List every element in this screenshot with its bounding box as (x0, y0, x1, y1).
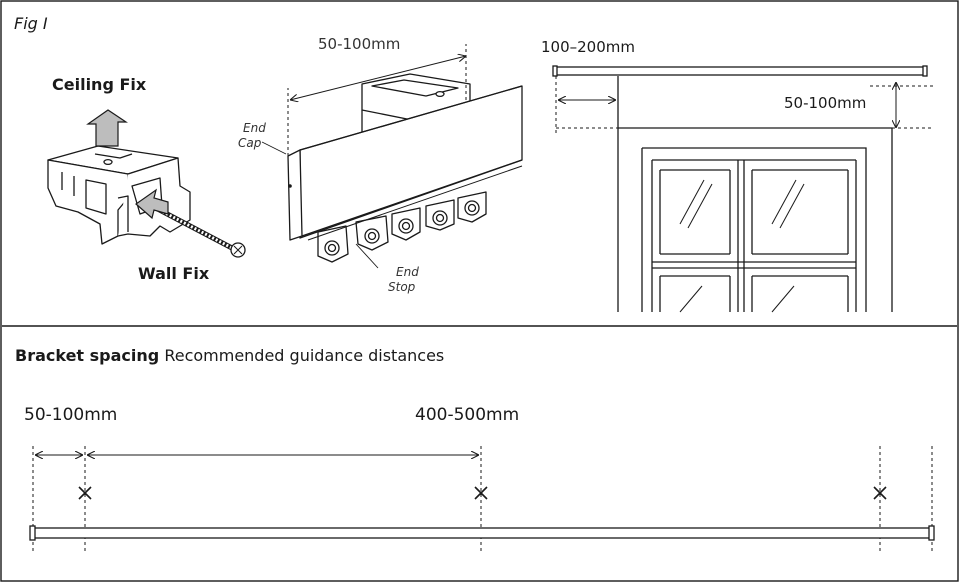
end-cap-label-line2: Cap (238, 136, 262, 150)
bracket-markers (78, 486, 887, 500)
end-cap-label-line1: End (243, 121, 266, 135)
figure-label: Fig I (14, 14, 48, 33)
end-stop-label-line2: Stop (388, 280, 416, 294)
between-distance-label: 400-500mm (415, 405, 520, 425)
bracket-marker-2 (474, 486, 488, 500)
window-height-label: 50-100mm (784, 94, 867, 112)
bracket-spacing-heading: Bracket spacing Recommended guidance dis… (15, 348, 444, 364)
end-distance-label: 50-100mm (24, 405, 118, 425)
wall-fix-label: Wall Fix (138, 264, 210, 283)
gliders (317, 191, 487, 263)
window-overhang-label: 100–200mm (541, 38, 635, 56)
ceiling-fix-label: Ceiling Fix (52, 75, 147, 94)
spacing-rail (29, 525, 935, 541)
bracket-marker-3 (873, 486, 887, 500)
track-illustration (287, 73, 523, 263)
bracket-spacing-heading-rest: Recommended guidance distances (159, 346, 445, 365)
window-illustration (552, 65, 934, 313)
track-span-label: 50-100mm (318, 35, 401, 53)
wall-fix-arrow (135, 188, 169, 220)
bracket-marker-1 (78, 486, 92, 500)
end-stop-label-line1: End (396, 265, 419, 279)
ceiling-fix-arrow (86, 109, 128, 147)
bracket-spacing-heading-bold: Bracket spacing (15, 346, 160, 365)
